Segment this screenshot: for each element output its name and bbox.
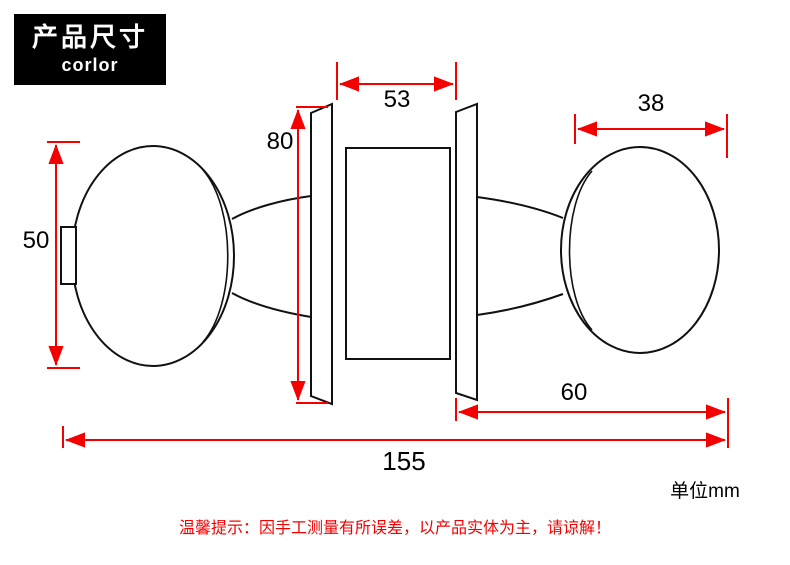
left-rose-plate	[310, 102, 333, 406]
dim-80-label: 80	[266, 128, 294, 155]
dim-60-lines	[455, 398, 729, 448]
right-neck	[476, 196, 564, 316]
right-knob-rim-line	[568, 170, 593, 331]
keyhole-cover-plate	[60, 226, 77, 285]
right-rose-plate	[455, 102, 478, 402]
left-neck	[231, 195, 312, 318]
dim-53-lines	[336, 62, 457, 100]
knob-drawing	[60, 102, 720, 406]
dimension-lines	[47, 62, 729, 448]
dim-155-label: 155	[382, 446, 426, 476]
title-badge: 产品尺寸 corlor	[14, 14, 166, 85]
page-subtitle: corlor	[61, 54, 119, 75]
dim-38-lines	[574, 114, 728, 158]
dim-50-label: 50	[22, 227, 50, 254]
left-knob-rim-line	[202, 169, 229, 343]
right-knob	[560, 146, 720, 354]
page-title: 产品尺寸	[31, 22, 148, 53]
latch-body	[345, 147, 451, 360]
dim-53-label: 53	[383, 86, 411, 113]
dim-38-label: 38	[637, 90, 665, 117]
measurement-disclaimer: 温馨提示：因手工测量有所误差，以产品实体为主，请谅解！	[178, 520, 611, 537]
dim-50-lines	[47, 141, 80, 369]
unit-label: 单位mm	[670, 481, 740, 502]
dim-60-label: 60	[560, 379, 588, 406]
dim-155-lines	[62, 426, 726, 448]
dim-80-lines	[290, 106, 328, 404]
